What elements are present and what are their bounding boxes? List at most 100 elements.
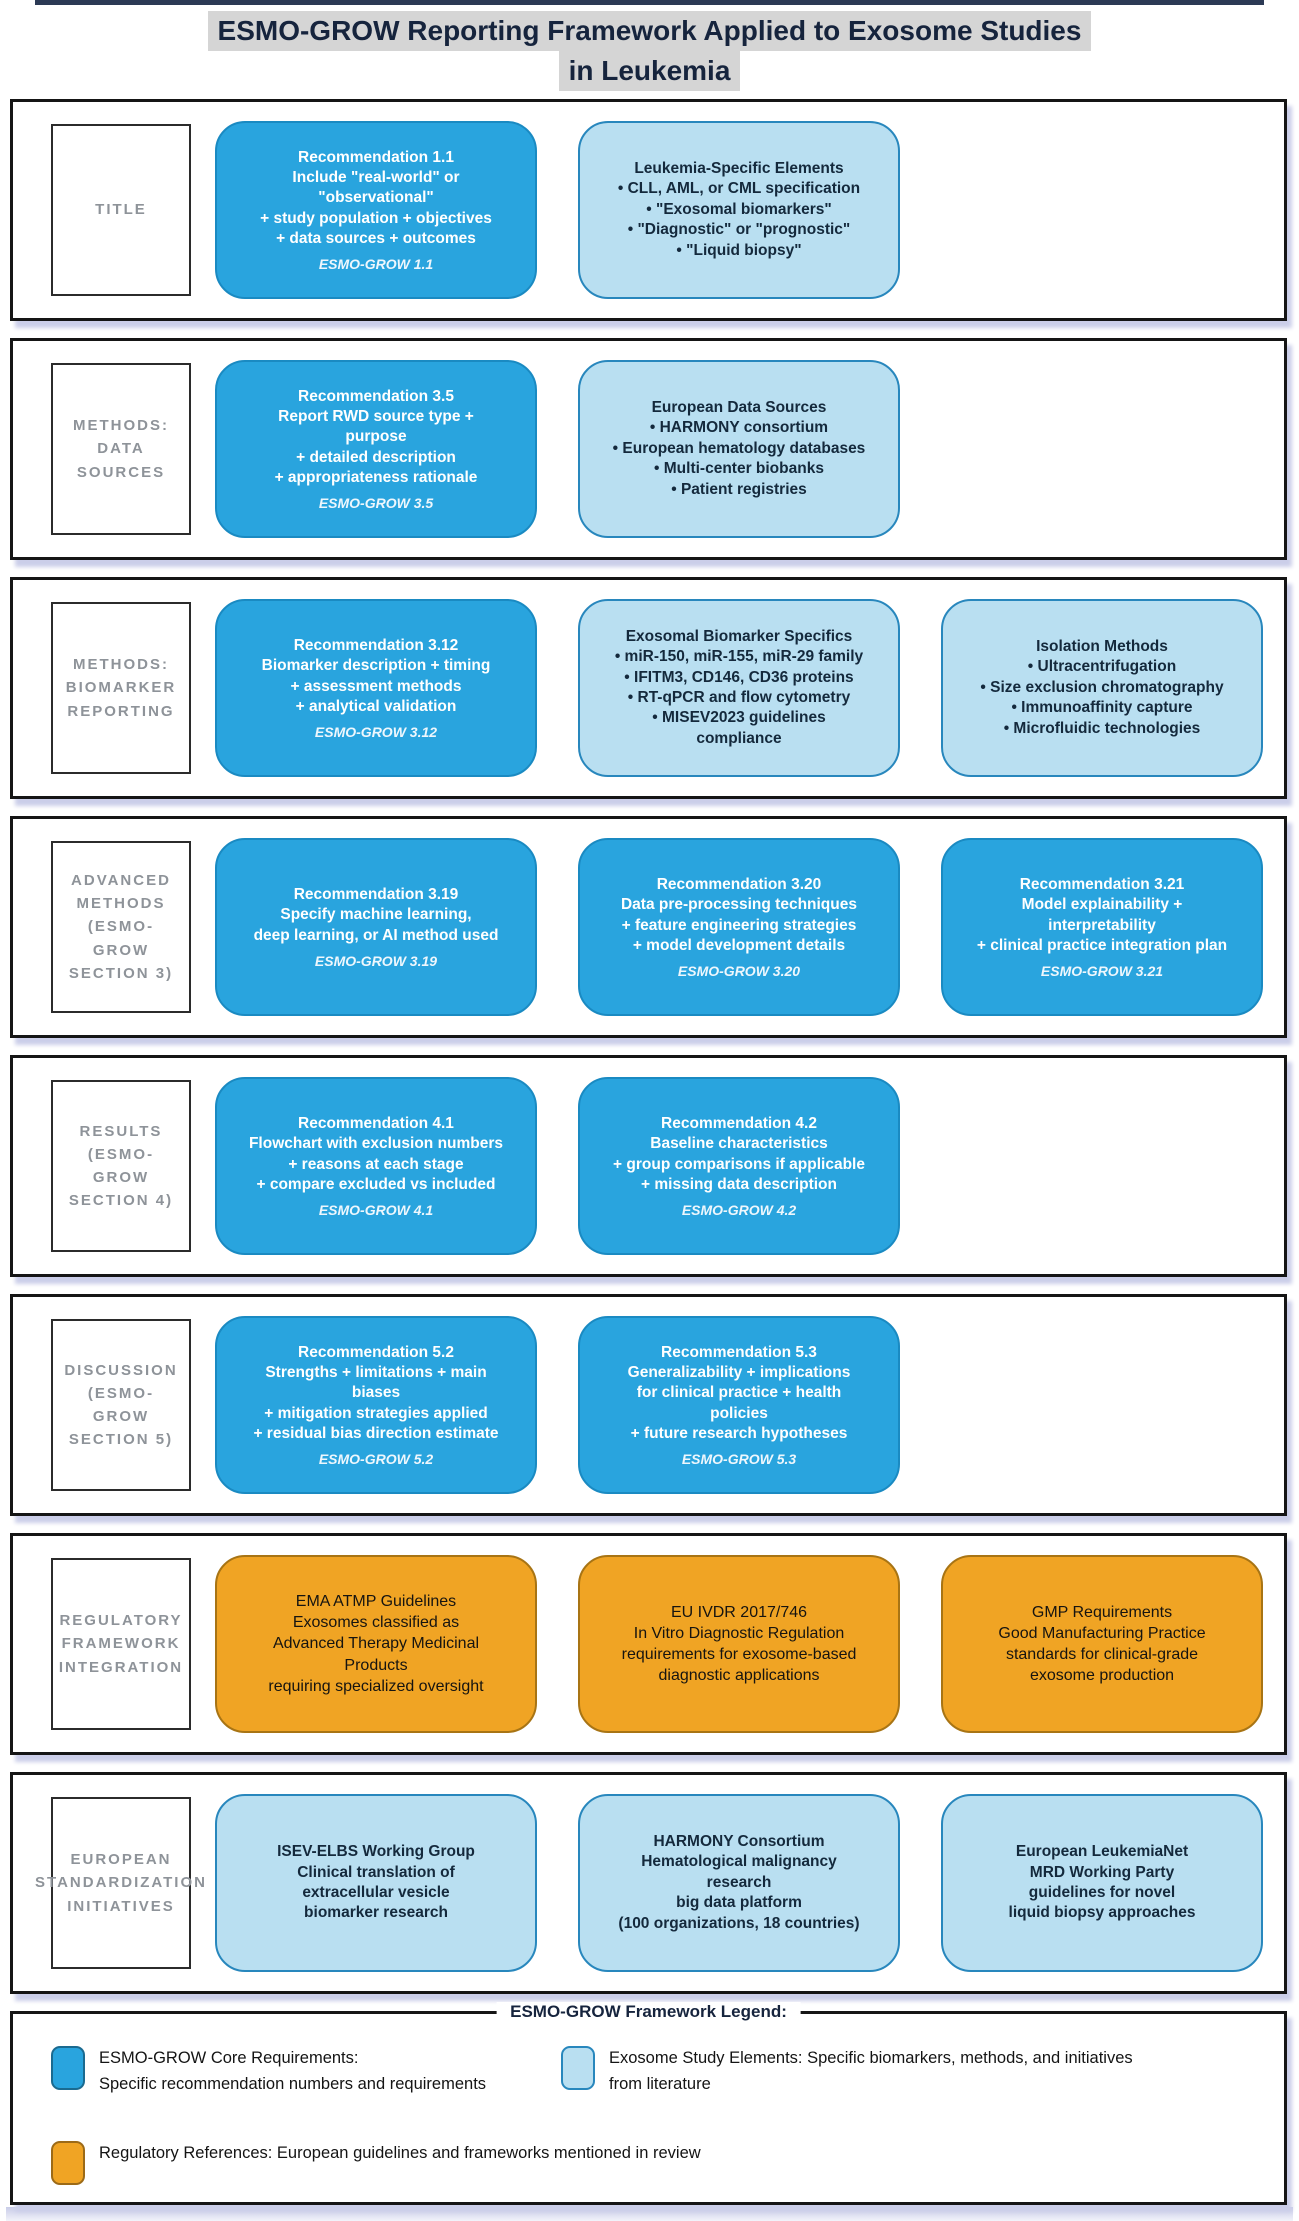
box-text: Recommendation 4.1 Flowchart with exclus…: [248, 1115, 504, 1193]
row-regulatory-label-box: REGULATORY FRAMEWORK INTEGRATION: [51, 1558, 191, 1730]
legend-item-core: ESMO-GROW Core Requirements: Specific re…: [51, 2044, 561, 2097]
row-standardization-label: EUROPEAN STANDARDIZATION INITIATIVES: [35, 1851, 207, 1915]
box-text: HARMONY Consortium Hematological maligna…: [618, 1832, 860, 1932]
row-european-standardization: EUROPEAN STANDARDIZATION INITIATIVES ISE…: [10, 1772, 1287, 1994]
row-biomarker-label-box: METHODS: BIOMARKER REPORTING: [51, 602, 191, 774]
box-text: GMP Requirements Good Manufacturing Prac…: [998, 1603, 1206, 1685]
box-footnote: ESMO-GROW 1.1: [318, 255, 434, 272]
row-regulatory-label-wrap: REGULATORY FRAMEWORK INTEGRATION: [27, 1558, 215, 1730]
core-recommendation-box-3-20: Recommendation 3.20 Data pre-processing …: [578, 838, 900, 1016]
row-data-sources-label-box: METHODS: DATA SOURCES: [51, 363, 191, 535]
core-recommendation-box-3-19: Recommendation 3.19 Specify machine lear…: [215, 838, 537, 1016]
page-title-line2: in Leukemia: [558, 51, 741, 91]
box-footnote: ESMO-GROW 4.1: [318, 1201, 434, 1218]
row-standardization-label-wrap: EUROPEAN STANDARDIZATION INITIATIVES: [27, 1797, 215, 1969]
element-box-european-leukemianet: European LeukemiaNet MRD Working Party g…: [941, 1794, 1263, 1972]
row-title-label: TITLE: [95, 201, 147, 219]
box-footnote: ESMO-GROW 5.2: [318, 1450, 434, 1467]
box-text: Isolation Methods • Ultracentrifugation …: [980, 637, 1224, 737]
page-bottom-shadow: [6, 2207, 1293, 2221]
row-title-label-box: TITLE: [51, 124, 191, 296]
element-box-leukemia-specific: Leukemia-Specific Elements • CLL, AML, o…: [578, 121, 900, 299]
row-advanced-label-wrap: ADVANCED METHODS (ESMO- GROW SECTION 3): [27, 841, 215, 1013]
row-discussion-label-wrap: DISCUSSION (ESMO- GROW SECTION 5): [27, 1319, 215, 1491]
box-text: Recommendation 3.12 Biomarker descriptio…: [261, 637, 491, 715]
core-recommendation-box-3-5: Recommendation 3.5 Report RWD source typ…: [215, 360, 537, 538]
core-color-swatch: [51, 2046, 85, 2090]
core-recommendation-box-3-21: Recommendation 3.21 Model explainability…: [941, 838, 1263, 1016]
legend-item-element-text: Exosome Study Elements: Specific biomark…: [609, 2049, 1133, 2093]
page-title-line1: ESMO-GROW Reporting Framework Applied to…: [207, 11, 1092, 51]
box-text: Recommendation 5.3 Generalizability + im…: [627, 1344, 851, 1442]
row-results-label-wrap: RESULTS (ESMO- GROW SECTION 4): [27, 1080, 215, 1252]
row-discussion-label: DISCUSSION (ESMO- GROW SECTION 5): [64, 1361, 178, 1449]
box-footnote: ESMO-GROW 3.19: [314, 952, 438, 969]
legend-item-regulatory-text: Regulatory References: European guidelin…: [99, 2144, 701, 2163]
row-results: RESULTS (ESMO- GROW SECTION 4) Recommend…: [10, 1055, 1287, 1277]
row-regulatory-boxes: EMA ATMP Guidelines Exosomes classified …: [215, 1555, 1263, 1733]
element-color-swatch: [561, 2046, 595, 2090]
page-title: ESMO-GROW Reporting Framework Applied to…: [0, 11, 1299, 91]
row-title-label-wrap: TITLE: [27, 124, 215, 296]
row-advanced-boxes: Recommendation 3.19 Specify machine lear…: [215, 838, 1263, 1016]
regulatory-box-ema-atmp: EMA ATMP Guidelines Exosomes classified …: [215, 1555, 537, 1733]
legend-row-1: ESMO-GROW Core Requirements: Specific re…: [51, 2044, 1254, 2097]
row-standardization-label-box: EUROPEAN STANDARDIZATION INITIATIVES: [35, 1797, 205, 1969]
legend-item-element: Exosome Study Elements: Specific biomark…: [561, 2044, 1133, 2097]
core-recommendation-box-4-2: Recommendation 4.2 Baseline characterist…: [578, 1077, 900, 1255]
box-text: Recommendation 3.21 Model explainability…: [976, 876, 1228, 954]
box-text: European LeukemiaNet MRD Working Party g…: [1008, 1843, 1196, 1922]
row-data-sources-label: METHODS: DATA SOURCES: [73, 417, 169, 481]
box-footnote: ESMO-GROW 4.2: [681, 1201, 797, 1218]
core-recommendation-box-1-1: Recommendation 1.1 Include "real-world" …: [215, 121, 537, 299]
core-recommendation-box-5-2: Recommendation 5.2 Strengths + limitatio…: [215, 1316, 537, 1494]
row-advanced-methods: ADVANCED METHODS (ESMO- GROW SECTION 3) …: [10, 816, 1287, 1038]
box-text: ISEV-ELBS Working Group Clinical transla…: [277, 1843, 475, 1922]
row-biomarker-label-wrap: METHODS: BIOMARKER REPORTING: [27, 602, 215, 774]
row-data-sources-label-wrap: METHODS: DATA SOURCES: [27, 363, 215, 535]
legend-item-regulatory: Regulatory References: European guidelin…: [51, 2139, 1254, 2186]
row-data-sources-boxes: Recommendation 3.5 Report RWD source typ…: [215, 360, 1263, 538]
row-regulatory-label: REGULATORY FRAMEWORK INTEGRATION: [58, 1612, 184, 1676]
box-text: Leukemia-Specific Elements • CLL, AML, o…: [617, 159, 861, 259]
core-recommendation-box-3-12: Recommendation 3.12 Biomarker descriptio…: [215, 599, 537, 777]
element-box-european-data-sources: European Data Sources • HARMONY consorti…: [578, 360, 900, 538]
row-results-boxes: Recommendation 4.1 Flowchart with exclus…: [215, 1077, 1263, 1255]
box-text: European Data Sources • HARMONY consorti…: [612, 398, 866, 498]
row-discussion: DISCUSSION (ESMO- GROW SECTION 5) Recomm…: [10, 1294, 1287, 1516]
box-footnote: ESMO-GROW 3.12: [314, 723, 438, 740]
legend: ESMO-GROW Framework Legend: ESMO-GROW Co…: [10, 2002, 1287, 2205]
row-methods-biomarker-reporting: METHODS: BIOMARKER REPORTING Recommendat…: [10, 577, 1287, 799]
row-title: TITLE Recommendation 1.1 Include "real-w…: [10, 99, 1287, 321]
box-text: Recommendation 5.2 Strengths + limitatio…: [253, 1344, 499, 1442]
box-text: Recommendation 4.2 Baseline characterist…: [613, 1115, 865, 1193]
row-title-boxes: Recommendation 1.1 Include "real-world" …: [215, 121, 1263, 299]
element-box-harmony-consortium: HARMONY Consortium Hematological maligna…: [578, 1794, 900, 1972]
regulatory-box-eu-ivdr: EU IVDR 2017/746 In Vitro Diagnostic Reg…: [578, 1555, 900, 1733]
element-box-isev-elbs: ISEV-ELBS Working Group Clinical transla…: [215, 1794, 537, 1972]
core-recommendation-box-4-1: Recommendation 4.1 Flowchart with exclus…: [215, 1077, 537, 1255]
legend-item-core-text: ESMO-GROW Core Requirements: Specific re…: [99, 2049, 487, 2093]
row-biomarker-label: METHODS: BIOMARKER REPORTING: [65, 656, 177, 720]
box-footnote: ESMO-GROW 3.20: [677, 962, 801, 979]
core-recommendation-box-5-3: Recommendation 5.3 Generalizability + im…: [578, 1316, 900, 1494]
row-advanced-label-box: ADVANCED METHODS (ESMO- GROW SECTION 3): [51, 841, 191, 1013]
element-box-isolation-methods: Isolation Methods • Ultracentrifugation …: [941, 599, 1263, 777]
row-results-label-box: RESULTS (ESMO- GROW SECTION 4): [51, 1080, 191, 1252]
box-text: EU IVDR 2017/746 In Vitro Diagnostic Reg…: [621, 1603, 857, 1685]
box-text: Recommendation 3.5 Report RWD source typ…: [274, 388, 478, 486]
row-advanced-label: ADVANCED METHODS (ESMO- GROW SECTION 3): [68, 871, 174, 982]
regulatory-color-swatch: [51, 2141, 85, 2186]
box-text: Recommendation 3.20 Data pre-processing …: [620, 876, 857, 954]
row-discussion-boxes: Recommendation 5.2 Strengths + limitatio…: [215, 1316, 1263, 1494]
row-results-label: RESULTS (ESMO- GROW SECTION 4): [68, 1122, 174, 1210]
regulatory-box-gmp: GMP Requirements Good Manufacturing Prac…: [941, 1555, 1263, 1733]
box-text: Recommendation 1.1 Include "real-world" …: [260, 149, 492, 247]
cropped-edge-bar: [35, 0, 1264, 5]
row-discussion-label-box: DISCUSSION (ESMO- GROW SECTION 5): [51, 1319, 191, 1491]
box-text: EMA ATMP Guidelines Exosomes classified …: [268, 1593, 484, 1695]
legend-title: ESMO-GROW Framework Legend:: [496, 2002, 801, 2022]
box-text: Recommendation 3.19 Specify machine lear…: [253, 886, 499, 944]
row-standardization-boxes: ISEV-ELBS Working Group Clinical transla…: [215, 1794, 1263, 1972]
box-footnote: ESMO-GROW 3.21: [1040, 962, 1164, 979]
